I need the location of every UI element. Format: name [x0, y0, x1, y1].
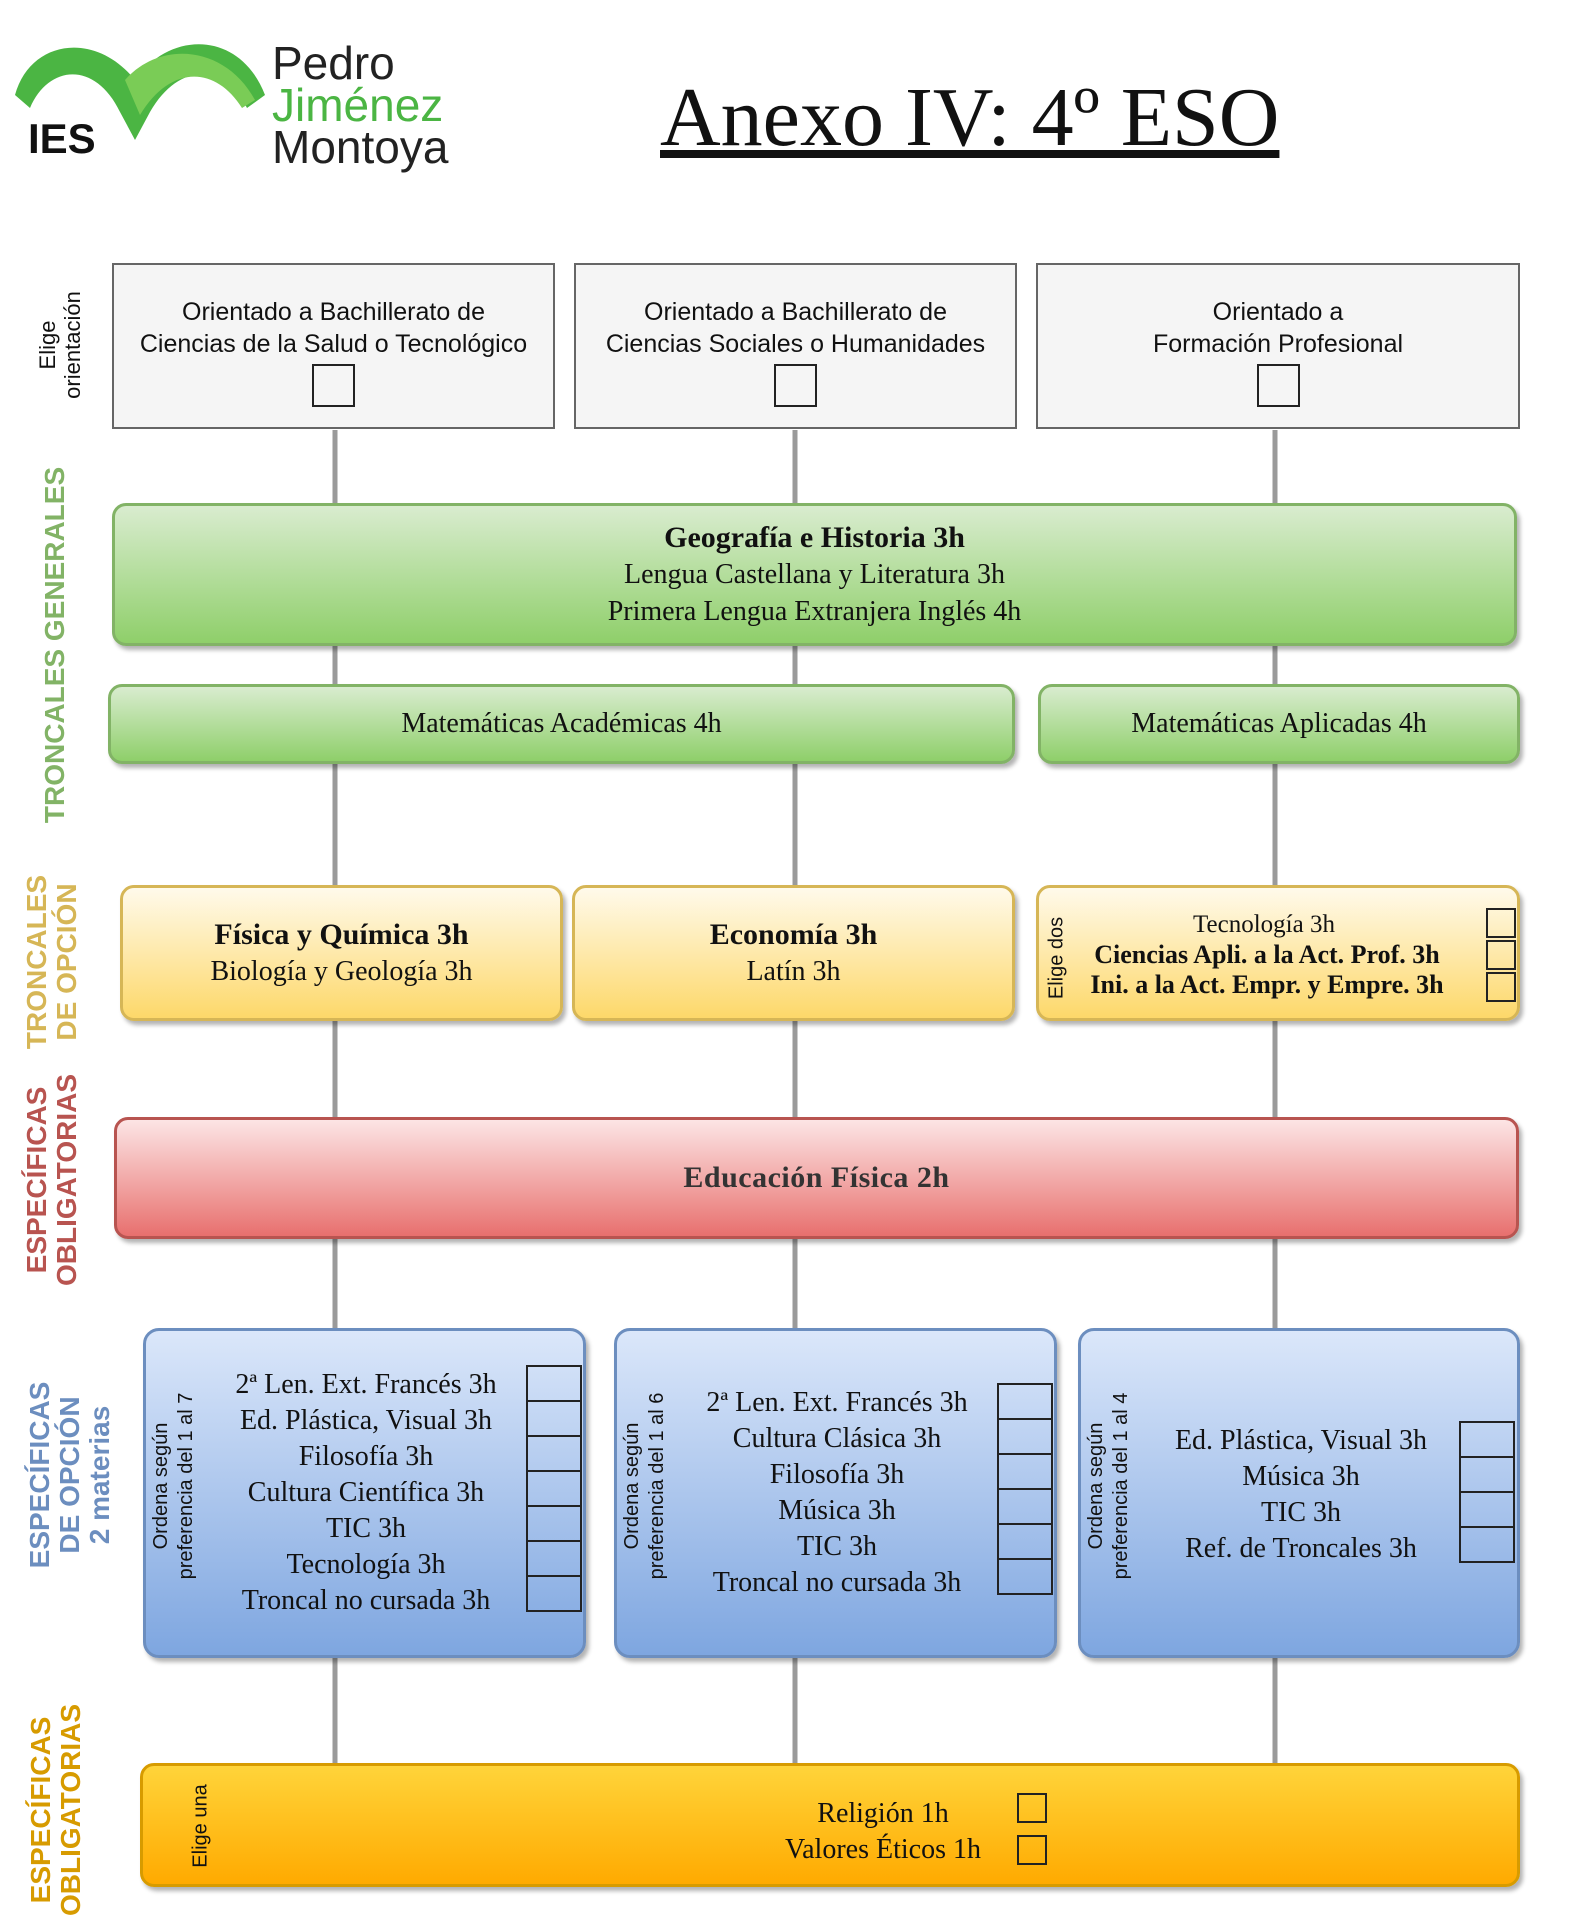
ranking-boxes [526, 1365, 582, 1612]
ranking-boxes [1459, 1421, 1515, 1563]
troncales-generales-box: Geografía e Historia 3h Lengua Castellan… [112, 503, 1517, 646]
orientation-option-fp[interactable]: Orientado a Formación Profesional [1036, 263, 1520, 429]
rank-box[interactable] [526, 1365, 582, 1402]
rank-box[interactable] [526, 1470, 582, 1507]
rank-box[interactable] [1459, 1456, 1515, 1493]
elige-una-label: Elige una [189, 1784, 212, 1868]
rank-box[interactable] [1459, 1491, 1515, 1528]
rank-box[interactable] [526, 1435, 582, 1472]
side-label-orientation: Elige orientación [35, 291, 85, 399]
educacion-fisica-box: Educación Física 2h [114, 1117, 1519, 1239]
especificas-opcion-col1: Ordena según preferencia del 1 al 7 2ª L… [143, 1328, 586, 1658]
list-item: Música 3h [778, 1495, 896, 1526]
list-item: Filosofía 3h [298, 1441, 434, 1472]
list-item: Tecnología 3h [286, 1549, 446, 1580]
orientation-option-sociales[interactable]: Orientado a Bachillerato de Ciencias Soc… [574, 263, 1017, 429]
list-item: Ed. Plástica, Visual 3h [1174, 1425, 1428, 1456]
side-label-especificas-opcion: ESPECÍFICAS DE OPCIÓN 2 materias [24, 1381, 115, 1569]
ordena-label: Ordena según preferencia del 1 al 4 [1085, 1392, 1132, 1580]
troncales-opcion-col3: Elige dos Tecnología 3h Ciencias Apli. a… [1036, 885, 1520, 1021]
troncales-opcion-col2: Economía 3h Latín 3h [572, 885, 1015, 1021]
matematicas-academicas-box: Matemáticas Académicas 4h [108, 684, 1015, 764]
list-item: Ref. de Troncales 3h [1185, 1533, 1417, 1564]
religion-option: Religión 1h [817, 1798, 949, 1829]
rank-box[interactable] [526, 1540, 582, 1577]
list-item: 2ª Len. Ext. Francés 3h [235, 1369, 497, 1400]
logo-name-line1: Pedro [272, 37, 395, 89]
tecnologia-option: Tecnología 3h [1193, 911, 1335, 938]
checkbox[interactable] [1256, 363, 1300, 407]
rank-box[interactable] [526, 1575, 582, 1612]
especificas-opcion-col3: Ordena según preferencia del 1 al 4 Ed. … [1078, 1328, 1520, 1658]
checkbox[interactable] [1486, 940, 1516, 970]
side-label-troncales-generales: TRONCALES GENERALES [39, 466, 70, 824]
matematicas-aplicadas-box: Matemáticas Aplicadas 4h [1038, 684, 1520, 764]
checkbox[interactable] [1017, 1793, 1047, 1823]
rank-box[interactable] [997, 1418, 1053, 1455]
ranking-boxes [997, 1383, 1053, 1595]
list-item: Música 3h [1242, 1461, 1360, 1492]
item-list: 2ª Len. Ext. Francés 3h Ed. Plástica, Vi… [208, 1367, 524, 1619]
religion-valores-box: Elige una Religión 1h Valores Éticos 1h [140, 1763, 1520, 1887]
ciencias-aplicadas-option: Ciencias Apli. a la Act. Prof. 3h [1094, 940, 1440, 969]
checkbox[interactable] [774, 363, 817, 407]
rank-box[interactable] [1459, 1421, 1515, 1458]
logo-initials: IES [28, 115, 96, 162]
checkbox[interactable] [1486, 972, 1516, 1002]
rank-box[interactable] [526, 1400, 582, 1437]
item-list: 2ª Len. Ext. Francés 3h Cultura Clásica … [679, 1385, 995, 1601]
list-item: Filosofía 3h [769, 1459, 905, 1490]
rank-box[interactable] [997, 1453, 1053, 1490]
list-item: 2ª Len. Ext. Francés 3h [706, 1387, 968, 1418]
especificas-opcion-col2: Ordena según preferencia del 1 al 6 2ª L… [614, 1328, 1057, 1658]
connector-line [332, 430, 338, 1770]
side-label-troncales-opcion: TRONCALES DE OPCIÓN [21, 874, 82, 1050]
rank-box[interactable] [997, 1523, 1053, 1560]
page-title: Anexo IV: 4º ESO [660, 71, 1280, 164]
logo-name-line2: Jiménez [272, 79, 444, 131]
connector-line [792, 430, 798, 1770]
rank-box[interactable] [1459, 1526, 1515, 1563]
side-label-especificas-obligatorias-2: ESPECÍFICAS OBLIGATORIAS [25, 1703, 86, 1917]
logo-name-line3: Montoya [272, 121, 449, 173]
ordena-label: Ordena según preferencia del 1 al 7 [150, 1392, 197, 1580]
checkbox[interactable] [1486, 908, 1516, 938]
list-item: Cultura Clásica 3h [732, 1423, 942, 1454]
rank-box[interactable] [997, 1488, 1053, 1525]
rank-box[interactable] [997, 1558, 1053, 1595]
rank-box[interactable] [997, 1383, 1053, 1420]
checkbox[interactable] [1017, 1835, 1047, 1865]
iniciacion-empresarial-option: Ini. a la Act. Empr. y Empre. 3h [1090, 970, 1444, 999]
valores-eticos-option: Valores Éticos 1h [785, 1834, 981, 1865]
troncales-opcion-col1: Física y Química 3h Biología y Geología … [120, 885, 563, 1021]
list-item: Troncal no cursada 3h [241, 1585, 491, 1616]
checkbox[interactable] [312, 363, 355, 407]
school-logo: IES Pedro Jiménez Montoya [10, 20, 460, 170]
list-item: Troncal no cursada 3h [712, 1567, 962, 1598]
connector-line [1272, 430, 1278, 1770]
list-item: TIC 3h [1260, 1497, 1342, 1528]
ordena-label: Ordena según preferencia del 1 al 6 [621, 1392, 668, 1580]
side-label-especificas-obligatorias: ESPECÍFICAS OBLIGATORIAS [21, 1073, 82, 1287]
item-list: Ed. Plástica, Visual 3h Música 3h TIC 3h… [1143, 1423, 1459, 1567]
list-item: Ed. Plástica, Visual 3h [239, 1405, 493, 1436]
list-item: TIC 3h [325, 1513, 407, 1544]
logo-arch-icon [15, 44, 265, 140]
rank-box[interactable] [526, 1505, 582, 1542]
orientation-option-ciencias[interactable]: Orientado a Bachillerato de Ciencias de … [112, 263, 555, 429]
list-item: Cultura Científica 3h [247, 1477, 485, 1508]
list-item: TIC 3h [796, 1531, 878, 1562]
